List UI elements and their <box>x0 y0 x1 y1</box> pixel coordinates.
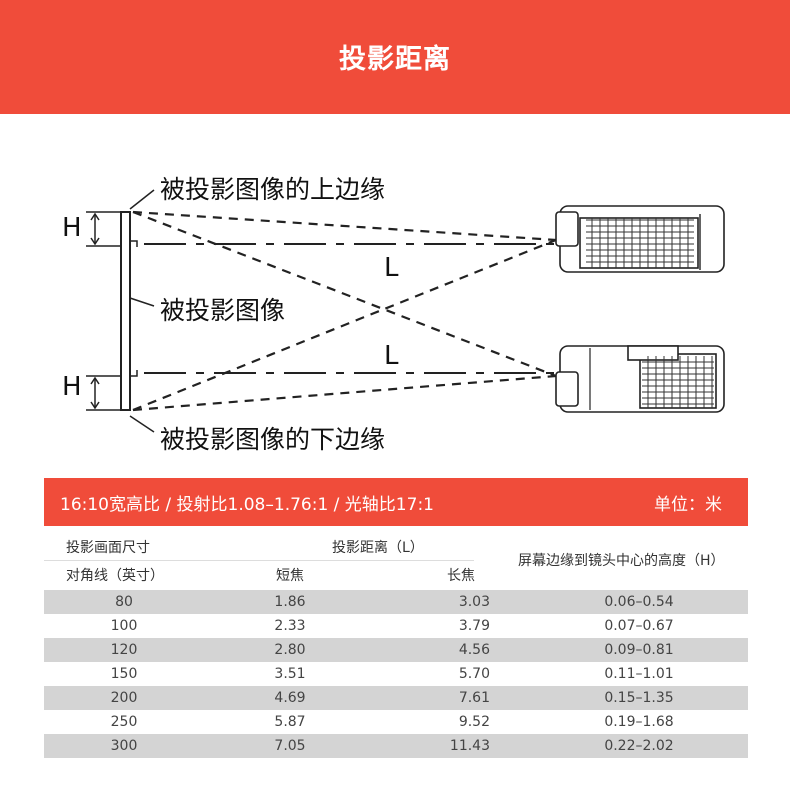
cell-short: 1.86 <box>274 594 306 610</box>
label-bottom-edge: 被投影图像的下边缘 <box>160 425 386 454</box>
page-title: 投影距离 <box>339 43 451 75</box>
header-long-throw: 长焦 <box>447 568 475 584</box>
label-h-top: H <box>62 213 82 243</box>
table-row: 100 2.33 3.79 0.07–0.67 <box>44 614 748 638</box>
cell-short: 2.80 <box>274 642 306 658</box>
projector-table-icon <box>555 345 725 413</box>
header-distance: 投影距离（L） <box>332 540 424 556</box>
cell-long: 9.52 <box>458 714 490 730</box>
cell-long: 4.56 <box>458 642 490 658</box>
cell-long: 3.03 <box>458 594 490 610</box>
cell-height: 0.15–1.35 <box>604 690 674 706</box>
cell-size: 250 <box>110 714 138 730</box>
cell-height: 0.22–2.02 <box>604 738 674 754</box>
cell-long: 5.70 <box>458 666 490 682</box>
cell-short: 5.87 <box>274 714 306 730</box>
header-screen-size: 投影画面尺寸 <box>66 540 150 556</box>
table-row: 120 2.80 4.56 0.09–0.81 <box>44 638 748 662</box>
cell-size: 120 <box>110 642 138 658</box>
header-height: 屏幕边缘到镜头中心的高度（H） <box>518 553 725 569</box>
projection-diagram <box>86 189 725 433</box>
cell-size: 200 <box>110 690 138 706</box>
screen-panel <box>120 211 131 411</box>
header-divider <box>44 560 474 561</box>
table-row: 150 3.51 5.70 0.11–1.01 <box>44 662 748 686</box>
label-l-top: L <box>384 253 399 283</box>
spec-ratio-text: 16:10宽高比 / 投射比1.08–1.76:1 / 光轴比17:1 <box>60 494 434 515</box>
table-row: 80 1.86 3.03 0.06–0.54 <box>44 590 748 614</box>
table-row: 200 4.69 7.61 0.15–1.35 <box>44 686 748 710</box>
header-diagonal: 对角线（英寸） <box>66 568 164 584</box>
cell-height: 0.19–1.68 <box>604 714 674 730</box>
cell-size: 80 <box>115 594 133 610</box>
spec-bar: 16:10宽高比 / 投射比1.08–1.76:1 / 光轴比17:1 单位：米 <box>44 478 748 526</box>
cell-short: 7.05 <box>274 738 306 754</box>
spec-unit-text: 单位：米 <box>654 494 722 515</box>
cell-height: 0.06–0.54 <box>604 594 674 610</box>
cell-long: 11.43 <box>449 738 490 754</box>
cell-size: 100 <box>110 618 138 634</box>
label-projected-image: 被投影图像 <box>160 296 286 325</box>
cell-height: 0.07–0.67 <box>604 618 674 634</box>
cell-short: 3.51 <box>274 666 306 682</box>
cell-long: 3.79 <box>458 618 490 634</box>
table-row: 250 5.87 9.52 0.19–1.68 <box>44 710 748 734</box>
cell-height: 0.09–0.81 <box>604 642 674 658</box>
table-body: 80 1.86 3.03 0.06–0.54 100 2.33 3.79 0.0… <box>44 590 748 758</box>
table-row: 300 7.05 11.43 0.22–2.02 <box>44 734 748 758</box>
cell-height: 0.11–1.01 <box>604 666 674 682</box>
cell-size: 300 <box>110 738 138 754</box>
cell-short: 4.69 <box>274 690 306 706</box>
cell-short: 2.33 <box>274 618 306 634</box>
header-short-throw: 短焦 <box>276 568 304 584</box>
label-h-bottom: H <box>62 372 82 402</box>
header-banner: 投影距离 <box>0 0 790 114</box>
label-top-edge: 被投影图像的上边缘 <box>160 175 386 204</box>
cell-size: 150 <box>110 666 138 682</box>
label-l-bottom: L <box>384 341 399 371</box>
cell-long: 7.61 <box>458 690 490 706</box>
